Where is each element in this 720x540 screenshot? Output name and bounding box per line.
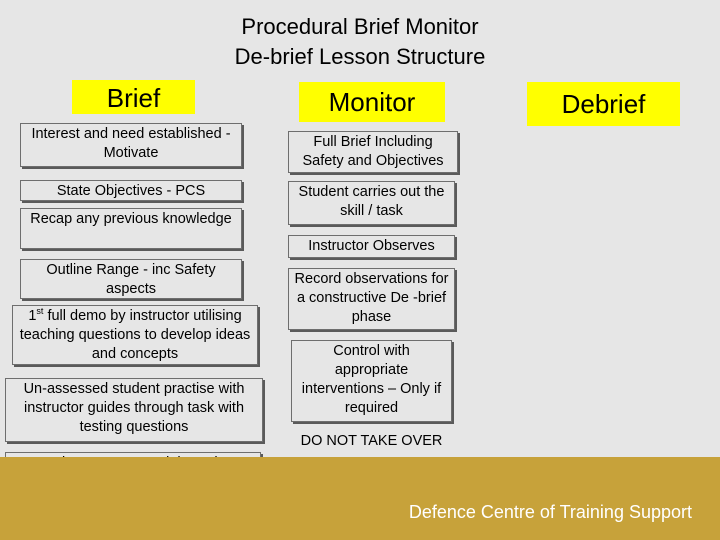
brief-step-6: Un-assessed student practise with instru… [5,378,263,442]
brief-step-2: State Objectives - PCS [20,180,242,201]
monitor-step-3: Instructor Observes [288,235,455,258]
demo-step-text: full demo by instructor utilising teachi… [19,308,251,362]
debrief-column-header: Debrief [527,82,680,126]
brief-step-1: Interest and need established -Motivate [20,123,242,167]
title-line-1: Procedural Brief Monitor [241,14,479,39]
brief-step-5: 1st full demo by instructor utilising te… [12,305,258,365]
brief-column-header: Brief [72,80,195,114]
monitor-step-6: DO NOT TAKE OVER [300,433,443,449]
monitor-step-1: Full Brief Including Safety and Objectiv… [288,131,458,173]
brief-step-3: Recap any previous knowledge [20,208,242,249]
footer-band: Defence Centre of Training Support [0,457,720,540]
monitor-step-2: Student carries out the skill / task [288,181,455,225]
monitor-column-header: Monitor [299,82,445,122]
footer-organisation: Defence Centre of Training Support [408,502,692,522]
monitor-step-4: Record observations for a constructive D… [288,268,455,330]
demo-ordinal-suffix: st [36,306,44,317]
title-line-2: De-brief Lesson Structure [234,44,486,69]
demo-ordinal-number: 1 [28,308,37,324]
monitor-step-5: Control with appropriate interventions –… [291,340,452,422]
brief-step-4: Outline Range - inc Safety aspects [20,259,242,299]
